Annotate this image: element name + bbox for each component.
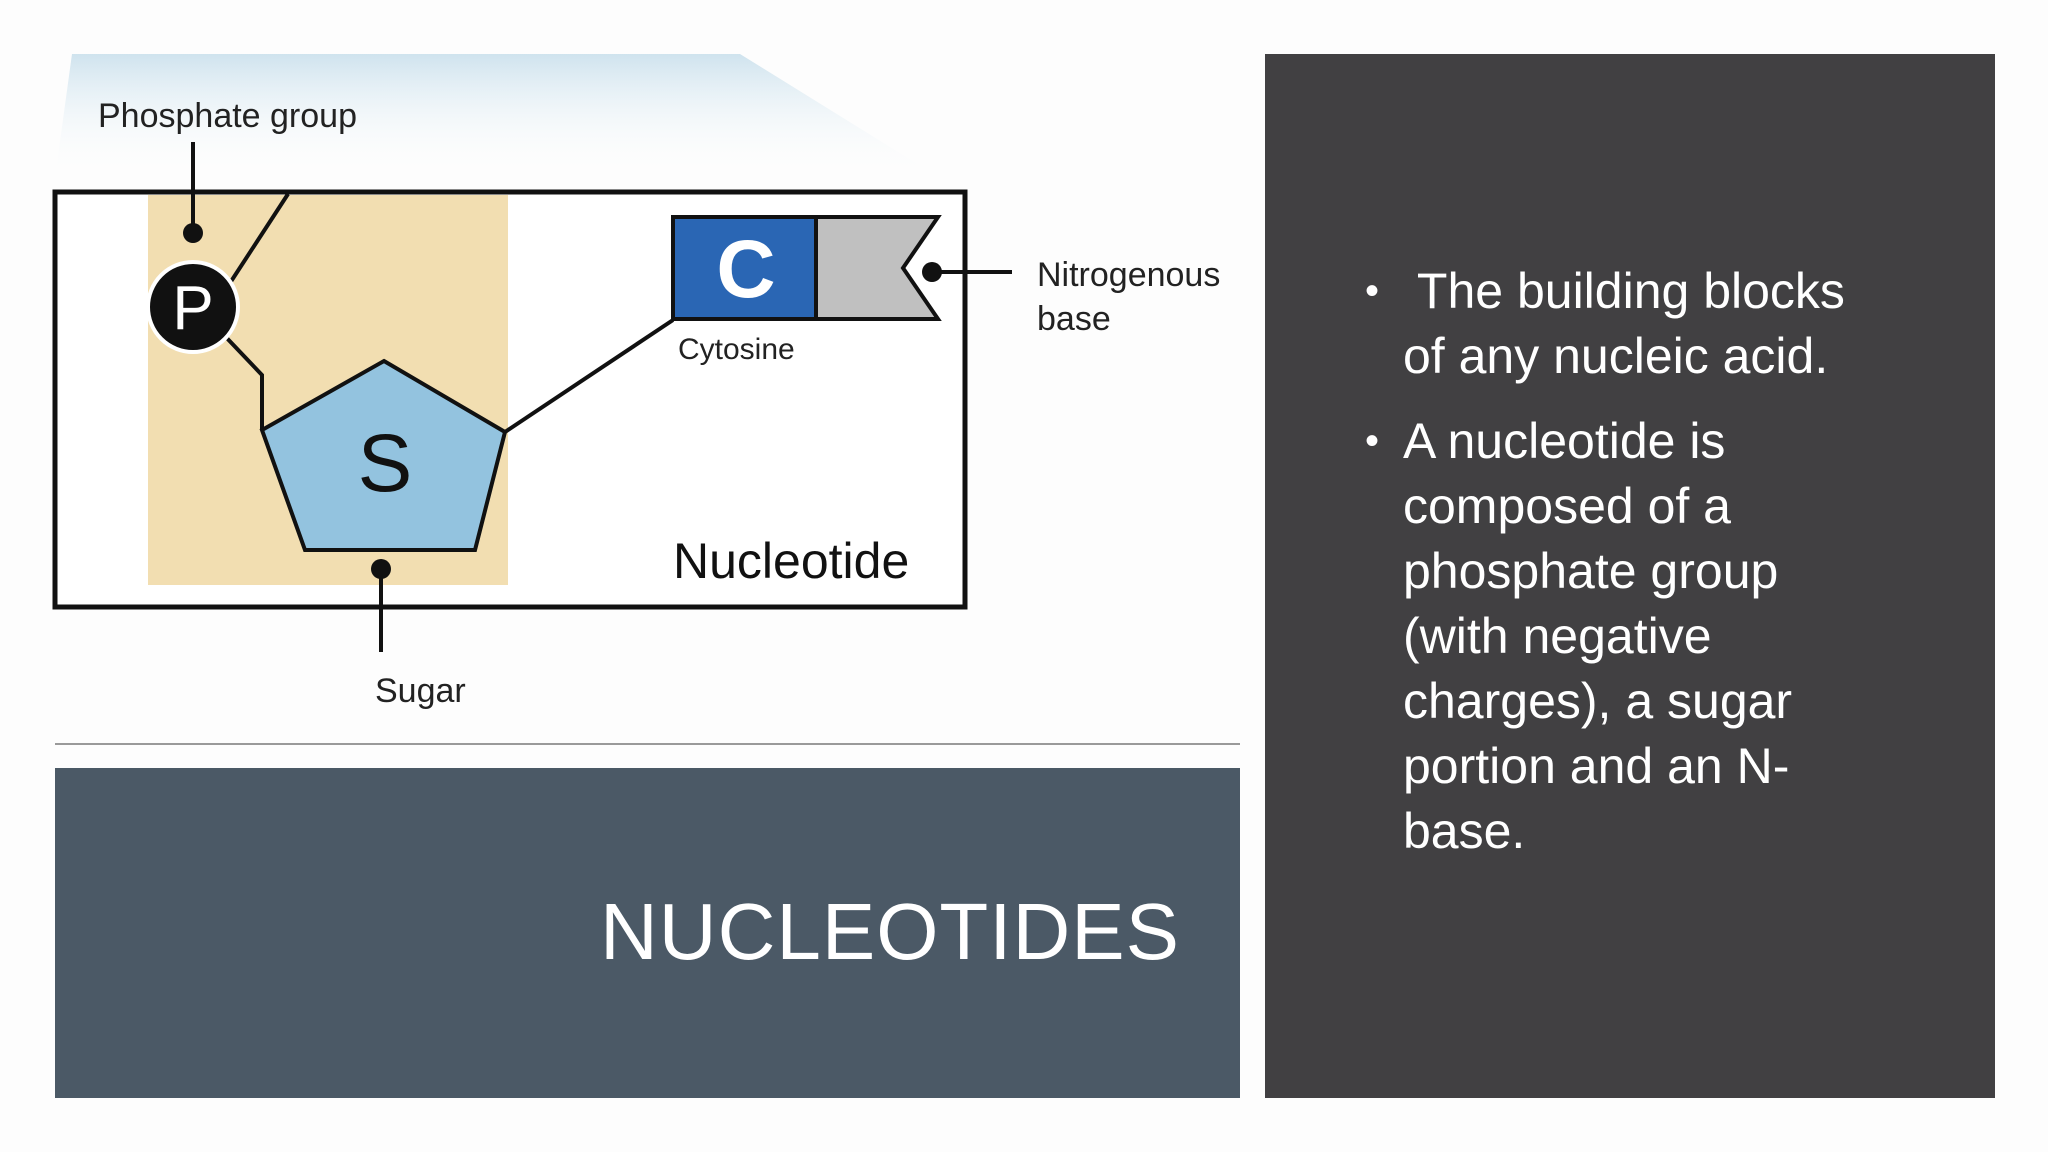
cytosine-symbol: C bbox=[716, 224, 775, 315]
phosphate-group-label: Phosphate group bbox=[98, 97, 357, 135]
bullet-marker: • bbox=[1365, 419, 1380, 463]
bullet-list: • The building blocks of any nucleic aci… bbox=[1365, 259, 1895, 884]
sugar-label: Sugar bbox=[375, 672, 466, 710]
phosphate-leader-dot bbox=[183, 223, 203, 243]
nitrogenous-base-label: Nitrogenous base bbox=[1037, 256, 1230, 338]
nucleotide-label: Nucleotide bbox=[673, 533, 909, 589]
sugar-pentagon bbox=[259, 358, 508, 552]
nitrogenous-base-label-line2: base bbox=[1037, 300, 1111, 338]
bullet-marker: • bbox=[1365, 269, 1380, 313]
bullet-text: The building blocks of any nucleic acid. bbox=[1403, 263, 1859, 384]
phosphate-symbol: P bbox=[172, 274, 213, 343]
bullet-text: A nucleotide is composed of a phosphate … bbox=[1403, 413, 1793, 859]
cytosine-label: Cytosine bbox=[678, 333, 795, 366]
slide-title: NUCLEOTIDES bbox=[600, 887, 1180, 976]
sugar-symbol: S bbox=[358, 418, 413, 509]
phosphate-circle bbox=[146, 260, 240, 354]
sugar-base-bond bbox=[503, 318, 675, 434]
nitrogenous-base-label-line1: Nitrogenous bbox=[1037, 256, 1220, 294]
base-tail bbox=[814, 215, 942, 321]
bullet-item-building-blocks: • The building blocks of any nucleic aci… bbox=[1365, 259, 1895, 389]
divider-line bbox=[55, 743, 1240, 745]
nucleotide-diagram: Phosphate group P S Sugar C Cytosine Nit… bbox=[52, 54, 1230, 710]
bullet-item-nucleotide-composition: • A nucleotide is composed of a phosphat… bbox=[1365, 409, 1895, 864]
text-panel: • The building blocks of any nucleic aci… bbox=[1265, 54, 1995, 1098]
phosphate-bond-line bbox=[228, 192, 290, 285]
title-panel: NUCLEOTIDES bbox=[55, 768, 1240, 1098]
phosphate-sugar-bond bbox=[220, 331, 264, 430]
header-gradient bbox=[55, 54, 940, 178]
